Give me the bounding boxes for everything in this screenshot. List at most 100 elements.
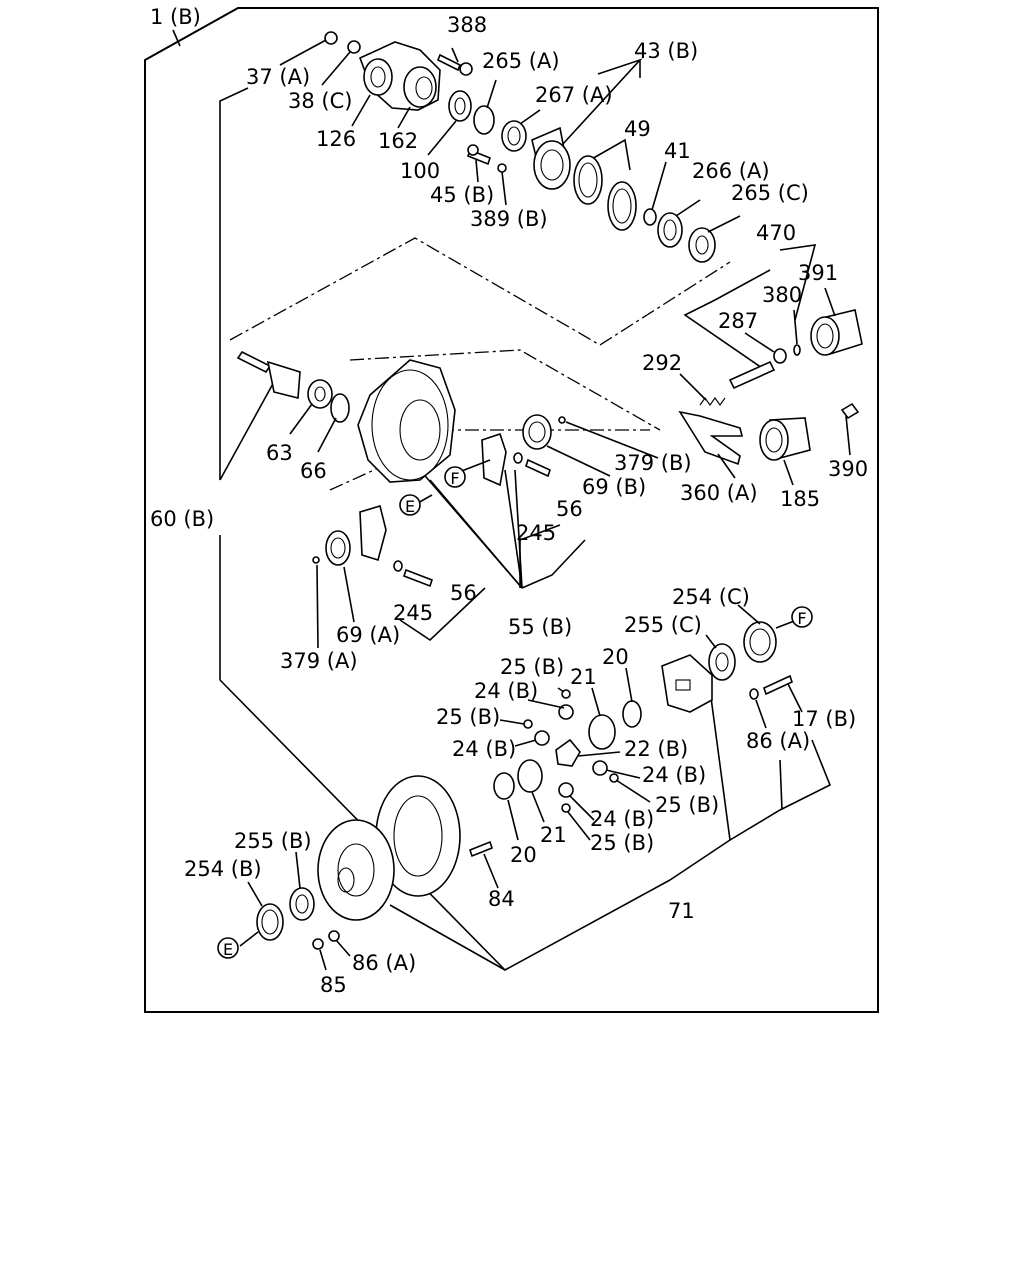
side-gear-21b xyxy=(517,759,543,793)
side-gear-21a xyxy=(588,714,616,750)
label-254b: 254 (B) xyxy=(184,857,262,881)
label-69b: 69 (B) xyxy=(582,475,646,499)
washer-86a-left xyxy=(328,930,340,942)
label-49: 49 xyxy=(624,117,651,141)
flange-yoke xyxy=(358,41,441,111)
label-185: 185 xyxy=(780,487,820,511)
spring-292 xyxy=(699,397,726,406)
label-56-top: 56 xyxy=(556,497,583,521)
bolt-390 xyxy=(840,402,860,420)
label-266a: 266 (A) xyxy=(692,159,770,183)
diff-case-left xyxy=(317,819,395,921)
label-86a-left: 86 (A) xyxy=(352,951,416,975)
lock-379b xyxy=(558,416,566,424)
lock-379a xyxy=(312,556,320,564)
washer-25b-bottom xyxy=(561,803,571,813)
diff-case-right xyxy=(661,654,713,713)
bolt-84 xyxy=(469,840,493,858)
nut-37a xyxy=(324,31,338,45)
label-265c: 265 (C) xyxy=(731,181,809,205)
label-25b-3: 25 (B) xyxy=(655,793,719,817)
label-292: 292 xyxy=(642,351,682,375)
label-56-bottom: 56 xyxy=(450,581,477,605)
label-388: 388 xyxy=(447,13,487,37)
washer-86a-right xyxy=(749,688,759,700)
bolt-56a xyxy=(525,458,551,478)
shift-fork-360a xyxy=(678,410,744,466)
bolt-17b xyxy=(763,674,793,696)
label-41: 41 xyxy=(664,139,691,163)
adjuster-69a xyxy=(325,530,351,566)
shim-49b xyxy=(607,181,637,231)
carrier-housing xyxy=(357,359,456,483)
sleeve-391 xyxy=(810,309,863,356)
callout-e-bottom: E xyxy=(217,937,239,959)
shaft-287 xyxy=(728,360,776,390)
label-254c: 254 (C) xyxy=(672,585,750,609)
label-21-bottom: 21 xyxy=(540,823,567,847)
race-254b xyxy=(256,903,284,941)
nut-85 xyxy=(312,938,324,950)
label-255b: 255 (B) xyxy=(234,829,312,853)
callout-e-top: E xyxy=(399,494,421,516)
label-60b: 60 (B) xyxy=(150,507,214,531)
label-267a: 267 (A) xyxy=(535,83,613,107)
label-69a: 69 (A) xyxy=(336,623,400,647)
callout-f-bottom: F xyxy=(791,606,813,628)
label-379a: 379 (A) xyxy=(280,649,358,673)
label-162: 162 xyxy=(378,129,418,153)
clutch-sleeve-185 xyxy=(759,417,811,461)
label-390: 390 xyxy=(828,457,868,481)
bearing-cap-f xyxy=(481,432,507,487)
callout-e-bottom-text: E xyxy=(223,940,233,959)
pinion-24b-top xyxy=(558,704,574,720)
washer-245a xyxy=(513,452,523,464)
label-360a: 360 (A) xyxy=(680,481,758,505)
label-24b-1: 24 (B) xyxy=(474,679,538,703)
label-255c: 255 (C) xyxy=(624,613,702,637)
label-24b-4: 24 (B) xyxy=(590,807,654,831)
race-267a xyxy=(501,120,527,152)
bolt-56b xyxy=(402,568,434,588)
callout-f-top: F xyxy=(444,466,466,488)
label-20-top: 20 xyxy=(602,645,629,669)
spacer-41 xyxy=(643,208,657,226)
label-470: 470 xyxy=(756,221,796,245)
label-55b: 55 (B) xyxy=(508,615,572,639)
label-245-top: 245 xyxy=(516,521,556,545)
label-391: 391 xyxy=(798,261,838,285)
bearing-cage-43b xyxy=(531,126,571,190)
race-254c xyxy=(743,621,777,663)
label-37a: 37 (A) xyxy=(246,65,310,89)
shim-49a xyxy=(573,155,603,205)
callout-f-bottom-text: F xyxy=(797,609,806,628)
seal-100 xyxy=(448,90,472,122)
shim-66 xyxy=(330,393,350,423)
label-1b: 1 (B) xyxy=(150,5,201,29)
ring-380 xyxy=(793,344,801,356)
label-20-bottom: 20 xyxy=(510,843,537,867)
bolt-388 xyxy=(436,53,462,72)
label-287: 287 xyxy=(718,309,758,333)
label-379b: 379 (B) xyxy=(614,451,692,475)
washer-245b xyxy=(393,560,403,572)
part-labels: 1 (B) 388 37 (A) 265 (A) 43 (B) 38 (C) 2… xyxy=(150,5,868,997)
thrust-washer-20b xyxy=(493,772,515,800)
label-389b: 389 (B) xyxy=(470,207,548,231)
label-25b-1: 25 (B) xyxy=(500,655,564,679)
diagram-frame xyxy=(144,7,879,1013)
bearing-cap-e xyxy=(359,504,387,562)
label-71: 71 xyxy=(668,899,695,923)
parts xyxy=(236,31,863,950)
label-24b-2: 24 (B) xyxy=(452,737,516,761)
adjuster-69b xyxy=(522,414,552,450)
spider-22b xyxy=(555,738,581,767)
label-45b: 45 (B) xyxy=(430,183,494,207)
callout-f-top-text: F xyxy=(450,469,459,488)
label-66: 66 xyxy=(300,459,327,483)
label-63: 63 xyxy=(266,441,293,465)
pinion-24b-left xyxy=(534,730,550,746)
bearing-265a xyxy=(473,105,495,135)
label-126: 126 xyxy=(316,127,356,151)
washer-38c xyxy=(347,40,361,54)
